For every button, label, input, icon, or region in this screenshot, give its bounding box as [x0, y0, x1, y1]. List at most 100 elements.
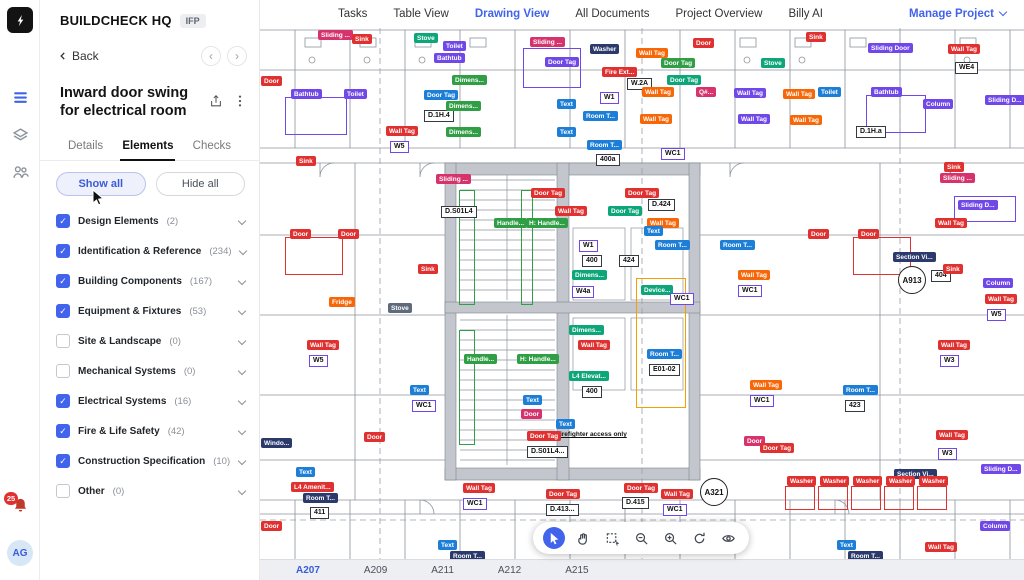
annotation-chip[interactable]: Sliding ...: [530, 37, 565, 48]
annotation-box[interactable]: 400: [582, 255, 602, 267]
annotation-chip[interactable]: Sink: [296, 156, 316, 167]
annotation-chip[interactable]: Q#...: [696, 87, 717, 98]
top-nav-tasks[interactable]: Tasks: [338, 7, 368, 20]
annotation-chip[interactable]: Room T...: [587, 140, 622, 151]
annotation-chip[interactable]: Wall Tag: [925, 542, 957, 553]
app-logo[interactable]: [7, 7, 33, 33]
annotation-chip[interactable]: Text: [410, 385, 429, 396]
annotation-chip[interactable]: Room T...: [720, 240, 755, 251]
annotation-chip[interactable]: Bathtub: [871, 87, 902, 98]
annotation-chip[interactable]: Column: [923, 99, 954, 110]
annotation-chip[interactable]: H: Handle...: [517, 354, 559, 365]
annotation-chip[interactable]: Bathtub: [434, 53, 465, 64]
top-nav-project-overview[interactable]: Project Overview: [675, 7, 763, 20]
annotation-box[interactable]: 411: [310, 507, 330, 519]
annotation-box[interactable]: W3: [940, 355, 959, 367]
annotation-box[interactable]: W4a: [572, 286, 595, 298]
annotation-box[interactable]: WC1: [412, 400, 436, 412]
annotation-chip[interactable]: Washer: [919, 476, 949, 487]
annotation-chip[interactable]: Door Tag: [760, 443, 795, 454]
box-select-tool[interactable]: [601, 527, 623, 549]
annotation-chip[interactable]: Door: [808, 229, 830, 240]
annotation-chip[interactable]: Text: [837, 540, 856, 551]
annotation-chip[interactable]: Wall Tag: [938, 340, 970, 351]
annotation-chip[interactable]: Room T...: [843, 385, 878, 396]
annotation-chip[interactable]: Room T...: [450, 551, 485, 562]
annotation-chip[interactable]: Text: [296, 467, 315, 478]
visibility-tool[interactable]: [717, 527, 739, 549]
annotation-box[interactable]: W.2A: [627, 78, 653, 90]
annotation-chip[interactable]: Column: [980, 521, 1011, 532]
annotation-chip[interactable]: Room T...: [583, 111, 618, 122]
annotation-box[interactable]: D.424: [648, 199, 675, 211]
annotation-chip[interactable]: Wall Tag: [640, 114, 672, 125]
category-checkbox[interactable]: ✓: [56, 304, 70, 319]
annotation-chip[interactable]: Door: [261, 521, 283, 532]
annotation-chip[interactable]: Door: [693, 38, 715, 49]
chevron-down-icon[interactable]: [237, 307, 247, 316]
category-checkbox[interactable]: [56, 484, 70, 499]
top-nav-drawing-view[interactable]: Drawing View: [474, 7, 550, 20]
hide-all-button[interactable]: Hide all: [155, 172, 245, 197]
annotation-chip[interactable]: Wall Tag: [738, 270, 770, 281]
annotation-chip[interactable]: Wall Tag: [738, 114, 770, 125]
annotation-chip[interactable]: Sliding ...: [940, 173, 975, 184]
annotation-chip[interactable]: Sliding ...: [318, 30, 353, 41]
share-icon[interactable]: [209, 94, 223, 108]
annotation-chip[interactable]: Door Tag: [625, 188, 660, 199]
annotation-chip[interactable]: Washer: [787, 476, 817, 487]
annotation-box[interactable]: D.415: [622, 497, 649, 509]
show-all-button[interactable]: Show all: [56, 172, 146, 197]
annotation-box[interactable]: D.S01L4: [441, 206, 477, 218]
annotation-chip[interactable]: Room T...: [848, 551, 883, 562]
annotation-circle[interactable]: A321: [700, 478, 728, 506]
annotation-chip[interactable]: Text: [556, 419, 575, 430]
zoom-out-tool[interactable]: [630, 527, 652, 549]
annotation-chip[interactable]: Toilet: [818, 87, 841, 98]
sheet-tab-a207[interactable]: A207: [296, 564, 320, 576]
manage-project-button[interactable]: Manage Project: [909, 8, 1008, 20]
annotation-chip[interactable]: Bathtub: [291, 89, 322, 100]
category-checkbox[interactable]: ✓: [56, 454, 70, 469]
annotation-chip[interactable]: Device...: [641, 285, 674, 296]
annotation-chip[interactable]: Door: [744, 436, 766, 447]
annotation-chip[interactable]: Dimens...: [446, 127, 481, 138]
annotation-chip[interactable]: Door: [521, 409, 543, 420]
annotation-chip[interactable]: Sliding ...: [436, 174, 471, 185]
sheet-tab-a209[interactable]: A209: [363, 564, 388, 576]
annotation-chip[interactable]: Toilet: [344, 89, 367, 100]
rotate-tool[interactable]: [688, 527, 710, 549]
chevron-down-icon[interactable]: [237, 487, 247, 496]
annotation-chip[interactable]: Dimens...: [572, 270, 607, 281]
annotation-chip[interactable]: Wall Tag: [386, 126, 418, 137]
annotation-chip[interactable]: Wall Tag: [636, 48, 668, 59]
tab-details[interactable]: Details: [68, 140, 104, 153]
annotation-box[interactable]: WC1: [661, 148, 685, 160]
annotation-chip[interactable]: Door: [858, 229, 880, 240]
annotation-box[interactable]: W5: [309, 355, 328, 367]
zoom-in-tool[interactable]: [659, 527, 681, 549]
annotation-box[interactable]: W1: [600, 92, 619, 104]
annotation-chip[interactable]: Text: [438, 540, 457, 551]
annotation-chip[interactable]: Sink: [418, 264, 438, 275]
annotation-chip[interactable]: Dimens...: [569, 325, 604, 336]
layers-icon[interactable]: [11, 126, 29, 144]
sheet-tab-a211[interactable]: A211: [431, 564, 454, 576]
annotation-box[interactable]: WC1: [750, 395, 774, 407]
chevron-down-icon[interactable]: [237, 217, 247, 226]
annotation-box[interactable]: D.S01L4...: [527, 446, 569, 458]
annotation-box[interactable]: WC1: [463, 498, 487, 510]
annotation-box[interactable]: W5: [390, 141, 409, 153]
top-nav-table-view[interactable]: Table View: [393, 7, 449, 20]
annotation-chip[interactable]: L4 Amenit...: [291, 482, 334, 493]
next-button[interactable]: ›: [227, 46, 247, 66]
list-view-icon[interactable]: [11, 88, 29, 106]
annotation-chip[interactable]: Stove: [761, 58, 785, 69]
annotation-chip[interactable]: Door Tag: [545, 57, 580, 68]
annotation-chip[interactable]: Text: [557, 127, 576, 138]
chevron-down-icon[interactable]: [237, 397, 247, 406]
annotation-chip[interactable]: L4 Elevat...: [569, 371, 609, 382]
annotation-box[interactable]: 400a: [596, 154, 620, 166]
annotation-chip[interactable]: Door Tag: [546, 489, 581, 500]
annotation-chip[interactable]: Fire Ext...: [602, 67, 638, 78]
